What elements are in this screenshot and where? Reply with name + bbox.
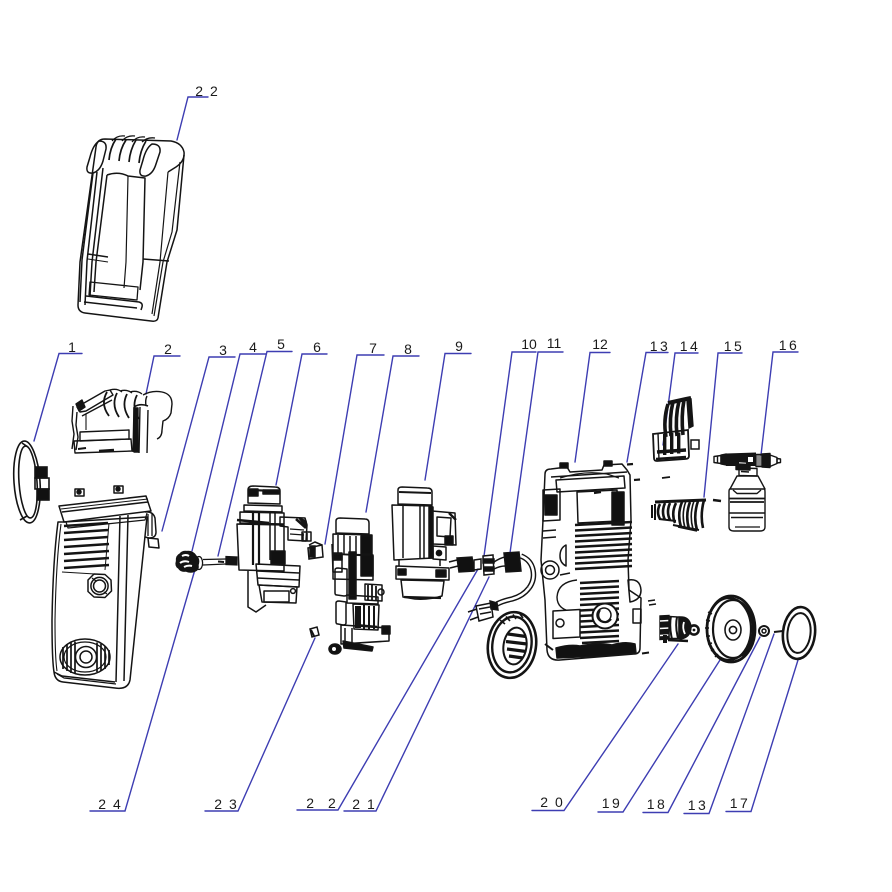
svg-text:5: 5	[277, 336, 285, 352]
svg-text:17: 17	[730, 795, 751, 811]
svg-text:13: 13	[688, 797, 709, 813]
svg-text:21: 21	[352, 796, 382, 812]
svg-text:12: 12	[592, 336, 608, 352]
svg-text:16: 16	[779, 337, 800, 353]
svg-text:18: 18	[647, 796, 668, 812]
svg-text:24: 24	[98, 796, 128, 812]
svg-text:11: 11	[547, 335, 562, 351]
svg-text:9: 9	[455, 338, 463, 354]
svg-text:15: 15	[724, 338, 745, 354]
svg-text:23: 23	[214, 796, 244, 812]
svg-text:3: 3	[219, 342, 227, 358]
svg-text:1: 1	[68, 339, 76, 355]
svg-text:10: 10	[521, 336, 537, 352]
svg-text:20: 20	[540, 794, 570, 810]
svg-text:19: 19	[602, 795, 623, 811]
svg-text:13: 13	[650, 338, 671, 354]
svg-text:14: 14	[680, 338, 701, 354]
svg-text:7: 7	[369, 340, 377, 356]
svg-text:6: 6	[313, 339, 321, 355]
svg-text:8: 8	[404, 341, 412, 357]
svg-text:22: 22	[306, 795, 350, 811]
svg-text:4: 4	[249, 339, 257, 355]
svg-text:2: 2	[164, 341, 172, 357]
svg-text:22: 22	[195, 83, 225, 99]
